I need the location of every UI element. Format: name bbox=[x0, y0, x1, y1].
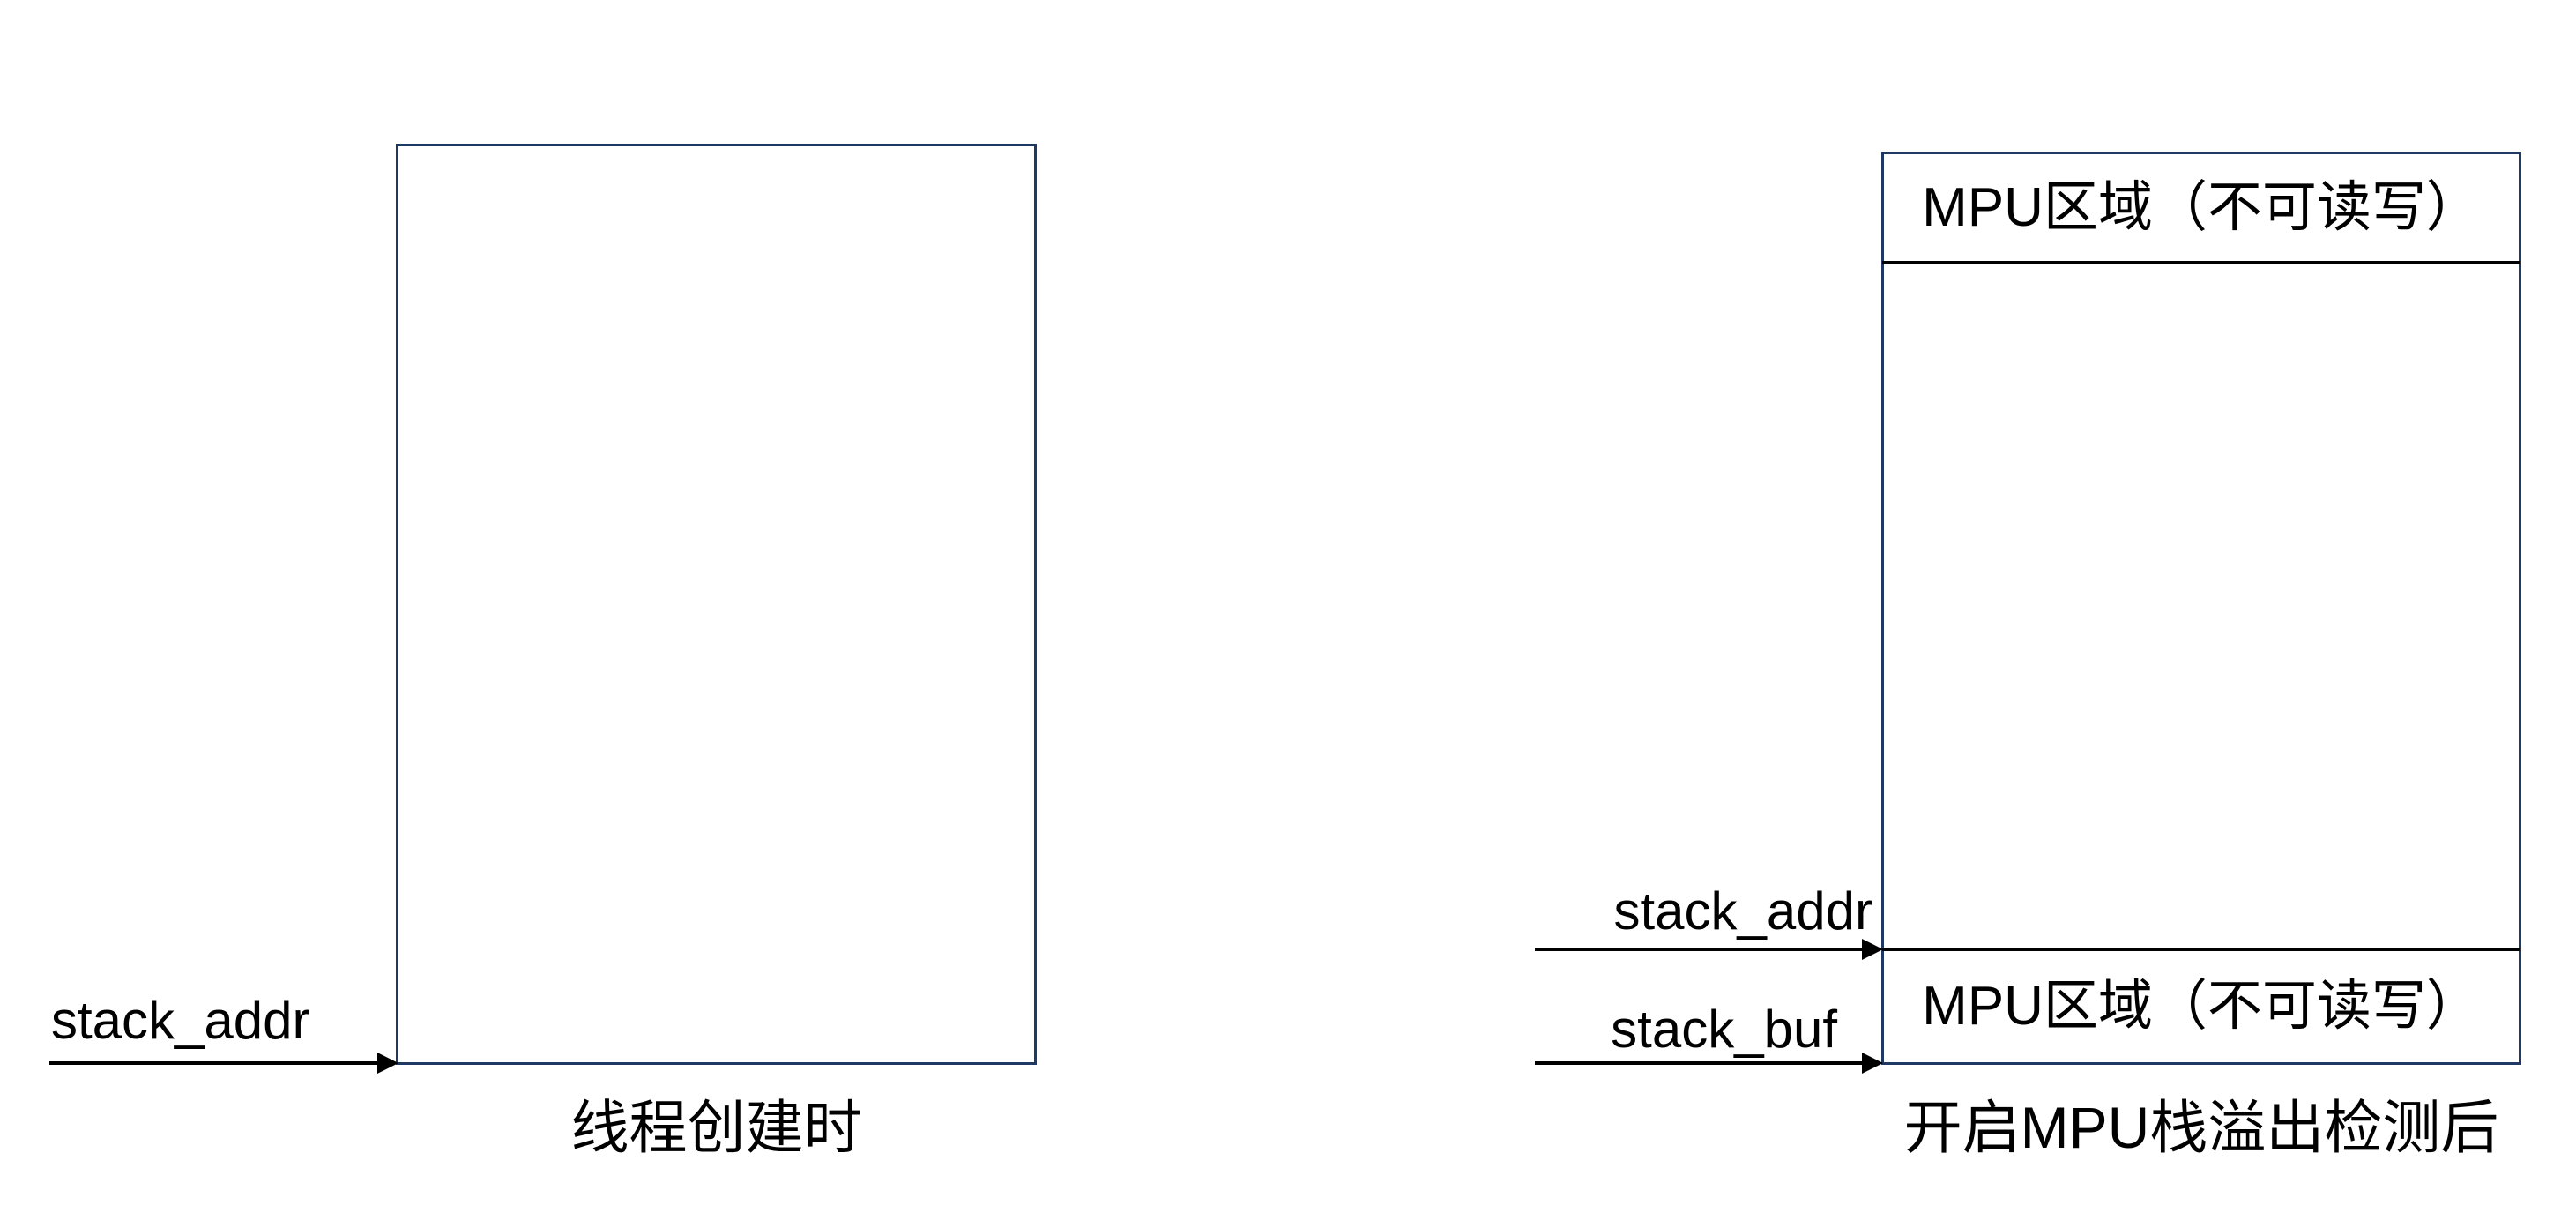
arrow-head-icon bbox=[1862, 1053, 1883, 1074]
left-stack-addr-label: stack_addr bbox=[51, 991, 310, 1050]
top-region-divider-line bbox=[1882, 261, 2520, 264]
right-caption: 开启MPU栈溢出检测后 bbox=[1903, 1095, 2499, 1160]
mpu-top-region-label: MPU区域（不可读写） bbox=[1922, 176, 2481, 238]
left-stack-box bbox=[396, 144, 1037, 1065]
right-stack-buf-label: stack_buf bbox=[1611, 1000, 1837, 1059]
arrow-head-icon bbox=[1862, 939, 1883, 960]
arrow-line bbox=[1535, 1061, 1864, 1065]
right-stack-box bbox=[1881, 152, 2521, 1065]
mpu-bottom-region-label: MPU区域（不可读写） bbox=[1922, 976, 2481, 1037]
stack-addr-divider-line bbox=[1882, 948, 2520, 951]
arrow-line bbox=[49, 1061, 381, 1065]
left-caption: 线程创建时 bbox=[570, 1095, 862, 1160]
arrow-head-icon bbox=[377, 1053, 398, 1074]
right-stack-addr-label: stack_addr bbox=[1613, 882, 1873, 941]
arrow-line bbox=[1535, 948, 1864, 951]
